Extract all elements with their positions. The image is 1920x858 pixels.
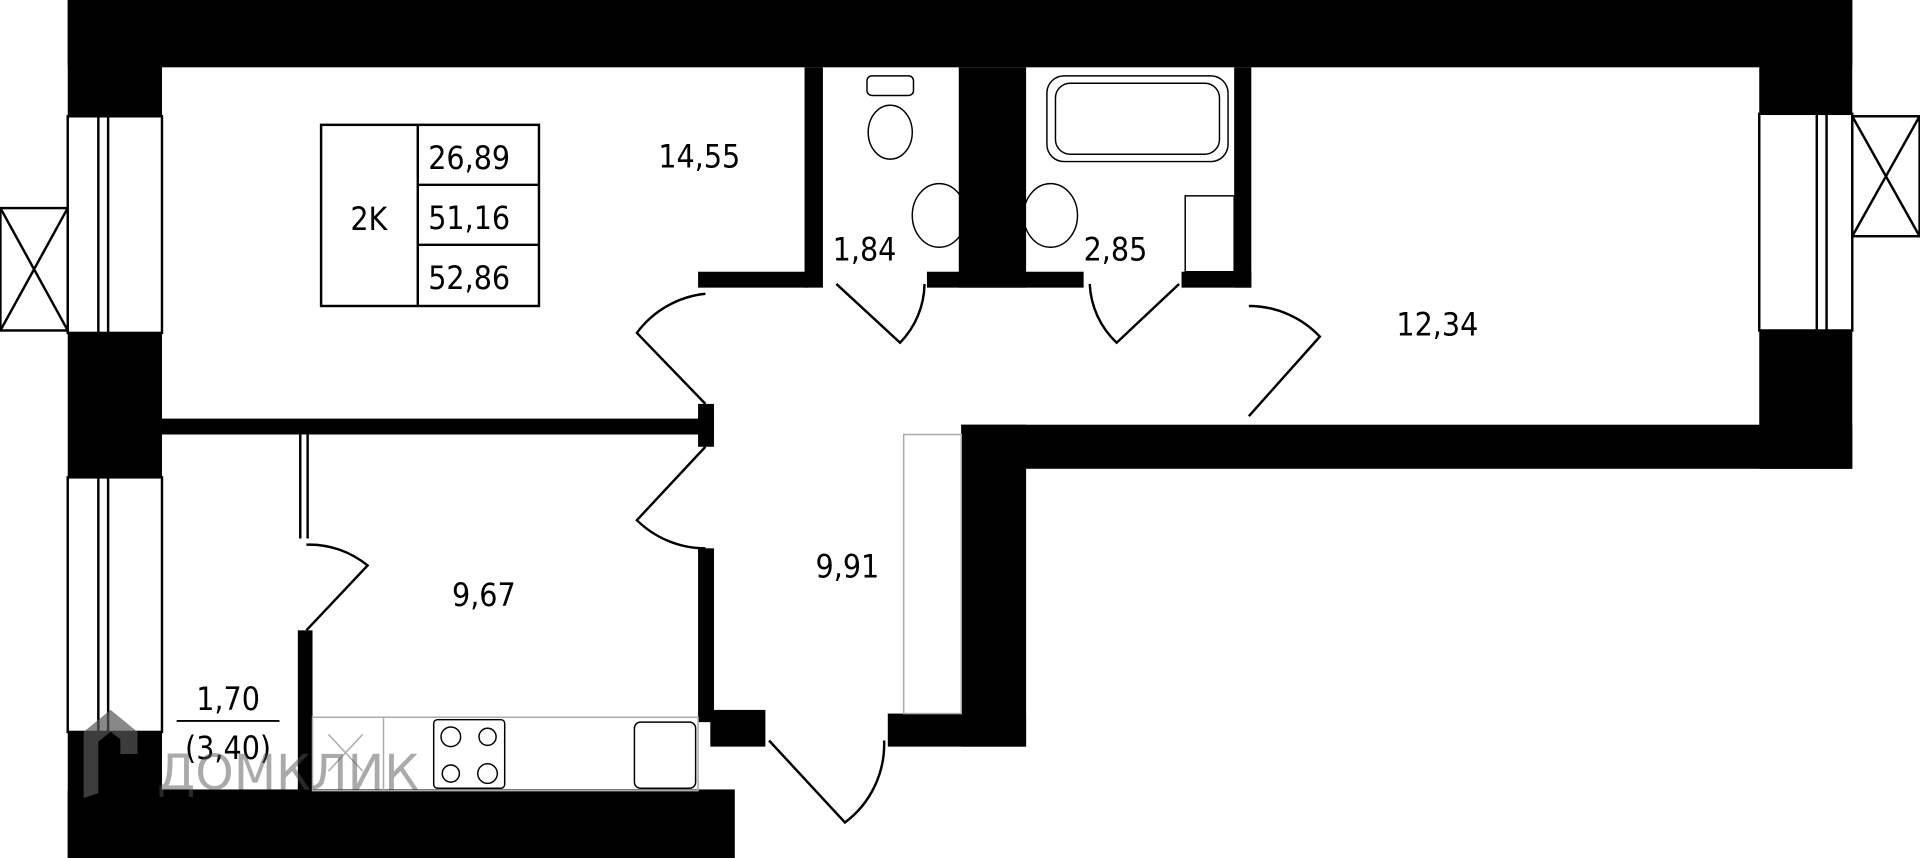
apartment-summary: 2K 26,89 51,16 52,86	[319, 123, 541, 308]
loggia-area: 1,70	[196, 680, 260, 718]
room-1-area: 14,55	[658, 138, 740, 176]
total-area: 51,16	[428, 199, 510, 237]
fixtures	[311, 75, 1235, 792]
room-2-area: 12,34	[1396, 305, 1478, 343]
total-area-with-balcony: 52,86	[428, 259, 510, 297]
kitchen-area: 9,67	[452, 576, 516, 614]
apartment-type: 2K	[350, 200, 388, 238]
toilet-area: 1,84	[833, 231, 897, 269]
loggia-full-area: (3,40)	[185, 729, 271, 767]
domclick-watermark: ДОМКЛИК	[83, 709, 419, 801]
living-area: 26,89	[428, 139, 510, 177]
watermark-text: ДОМКЛИК	[157, 744, 419, 801]
bathroom-area: 2,85	[1084, 231, 1148, 269]
doors	[305, 283, 1322, 825]
windows	[0, 112, 1920, 734]
walls	[67, 0, 1853, 858]
hallway-area: 9,91	[816, 548, 880, 586]
